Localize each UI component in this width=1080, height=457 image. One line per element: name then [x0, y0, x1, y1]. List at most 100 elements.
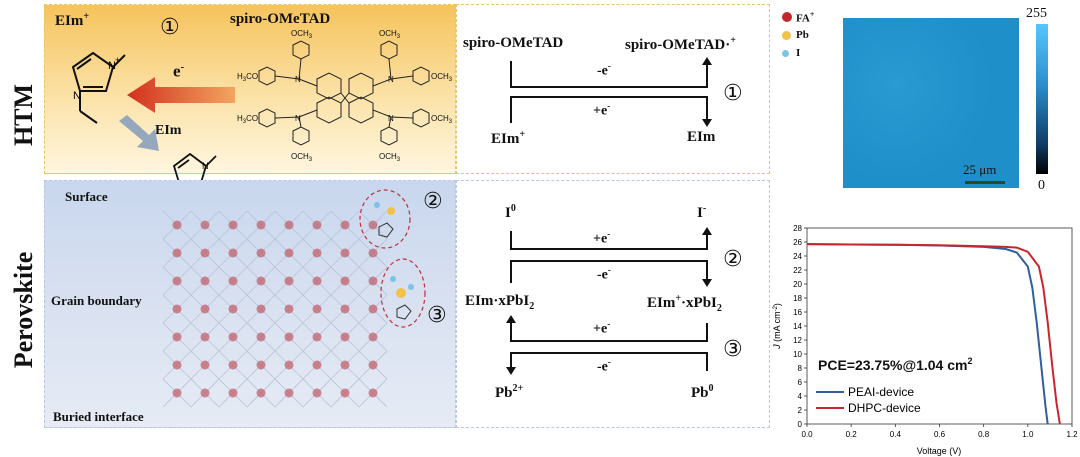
fa-cation-site — [285, 221, 294, 230]
fa-cation-site — [229, 249, 238, 258]
htm-label-text: HTM — [9, 84, 39, 146]
svg-text:OCH3: OCH3 — [379, 152, 401, 163]
fa-cation-site — [201, 361, 210, 370]
y-axis-label: J (mA cm-2) — [772, 303, 782, 350]
fa-cation-site — [341, 389, 350, 398]
fa-cation-site — [257, 249, 266, 258]
fa-cation-site — [173, 389, 182, 398]
fa-cation-site — [201, 249, 210, 258]
r3-step-marker: ③ — [723, 337, 743, 362]
fa-cation-site — [201, 333, 210, 342]
fa-cation-site — [173, 305, 182, 314]
fa-cation-site — [257, 361, 266, 370]
y-tick-label: 8 — [798, 364, 803, 373]
fa-cation-site — [341, 361, 350, 370]
fa-cation-site — [229, 305, 238, 314]
fa-cation-site — [369, 361, 378, 370]
x-tick-label: 0.0 — [801, 430, 813, 439]
legend-label-dhpc: DHPC-device — [848, 401, 921, 415]
chart-annotation: PCE=23.75%@1.04 cm2 — [818, 356, 972, 373]
electron-transfer-arrow — [127, 75, 237, 115]
fa-cation-site — [313, 221, 322, 230]
x-axis-label: Voltage (V) — [917, 446, 962, 456]
r2-right-top: I- — [697, 203, 706, 222]
fa-cation-site — [257, 389, 266, 398]
step-1-marker: ① — [160, 15, 180, 40]
colorbar — [1036, 24, 1048, 174]
svg-text:H3CO: H3CO — [237, 114, 258, 125]
jv-curve-chart: 0.00.20.40.60.81.01.20246810121416182022… — [770, 222, 1078, 457]
svg-text:N: N — [295, 75, 301, 84]
legend-item-i: I — [782, 44, 842, 62]
htm-side-label: HTM — [4, 60, 44, 170]
r2-left-top: I0 — [505, 203, 516, 222]
svg-text:N: N — [295, 114, 301, 123]
r2-left-bottom: EIm·xPbI2 — [465, 293, 534, 312]
surface-label: Surface — [65, 189, 108, 205]
surface-defect-highlight — [357, 187, 413, 251]
svg-text:OCH3: OCH3 — [291, 152, 313, 163]
reaction-panel-bottom: I0 I- +e- -e- ② EIm·xPbI2 EIm+·xPbI2 +e-… — [456, 180, 770, 428]
fa-cation-site — [341, 305, 350, 314]
y-tick-label: 4 — [798, 392, 803, 401]
fa-cation-site — [173, 361, 182, 370]
fa-cation-site — [229, 221, 238, 230]
colorbar-min-label: 0 — [1038, 178, 1045, 194]
fa-cation-site — [229, 333, 238, 342]
svg-text:H3CO: H3CO — [237, 72, 258, 83]
pb-atom-icon — [782, 31, 791, 40]
x-tick-label: 1.2 — [1066, 430, 1078, 439]
r1-left-bottom: EIm+ — [491, 129, 525, 148]
r3-right-bottom: Pb0 — [691, 383, 714, 402]
fa-cation-site — [313, 249, 322, 258]
y-tick-label: 10 — [793, 350, 802, 359]
i-atom-icon — [782, 50, 789, 57]
fa-cation-site — [257, 305, 266, 314]
fa-cation-site — [369, 277, 378, 286]
fa-cation-site — [285, 277, 294, 286]
fa-cation-site — [257, 333, 266, 342]
spiro-structure: N N N N OCH3 OCH3 H3CO H3CO OCH3 OCH3 OC… — [237, 27, 455, 171]
fa-cation-site — [201, 221, 210, 230]
fa-cation-site — [173, 277, 182, 286]
y-tick-label: 6 — [798, 378, 803, 387]
r1-right-top: spiro-OMeTAD·+ — [625, 35, 736, 54]
r1-left-top: spiro-OMeTAD — [463, 35, 563, 52]
r2-right-bottom: EIm+·xPbI2 — [647, 293, 722, 314]
x-tick-label: 0.6 — [934, 430, 946, 439]
y-tick-label: 22 — [793, 266, 802, 275]
fa-cation-site — [313, 361, 322, 370]
r2-upper-label: +e- — [593, 229, 610, 248]
scale-bar — [965, 181, 1005, 184]
fa-cation-site — [313, 305, 322, 314]
atom-legend: FA+ Pb I — [782, 8, 842, 62]
fa-cation-site — [229, 277, 238, 286]
y-tick-label: 2 — [798, 406, 803, 415]
fa-atom-icon — [782, 12, 792, 22]
fa-cation-site — [229, 389, 238, 398]
svg-text:OCH3: OCH3 — [379, 29, 401, 40]
fa-cation-site — [285, 361, 294, 370]
fa-cation-site — [369, 305, 378, 314]
svg-text:N: N — [388, 114, 394, 123]
fa-cation-site — [201, 389, 210, 398]
fa-cation-site — [341, 249, 350, 258]
y-tick-label: 24 — [793, 252, 802, 261]
r3-lower-label: -e- — [597, 357, 611, 376]
scale-bar-label: 25 μm — [963, 162, 996, 178]
r2-step-marker: ② — [723, 247, 743, 272]
grain-boundary-label: Grain boundary — [51, 293, 142, 309]
r3-upper-label: +e- — [593, 319, 610, 338]
fa-cation-site — [173, 249, 182, 258]
r1-lower-label: +e- — [593, 101, 610, 120]
fa-cation-site — [341, 333, 350, 342]
fa-cation-site — [285, 305, 294, 314]
y-tick-label: 16 — [793, 308, 802, 317]
y-tick-label: 20 — [793, 280, 802, 289]
fa-cation-site — [285, 389, 294, 398]
fa-cation-site — [341, 221, 350, 230]
fa-cation-site — [285, 249, 294, 258]
fa-cation-site — [173, 333, 182, 342]
colorbar-max-label: 255 — [1026, 6, 1047, 22]
perovskite-label-text: Perovskite — [9, 252, 39, 369]
